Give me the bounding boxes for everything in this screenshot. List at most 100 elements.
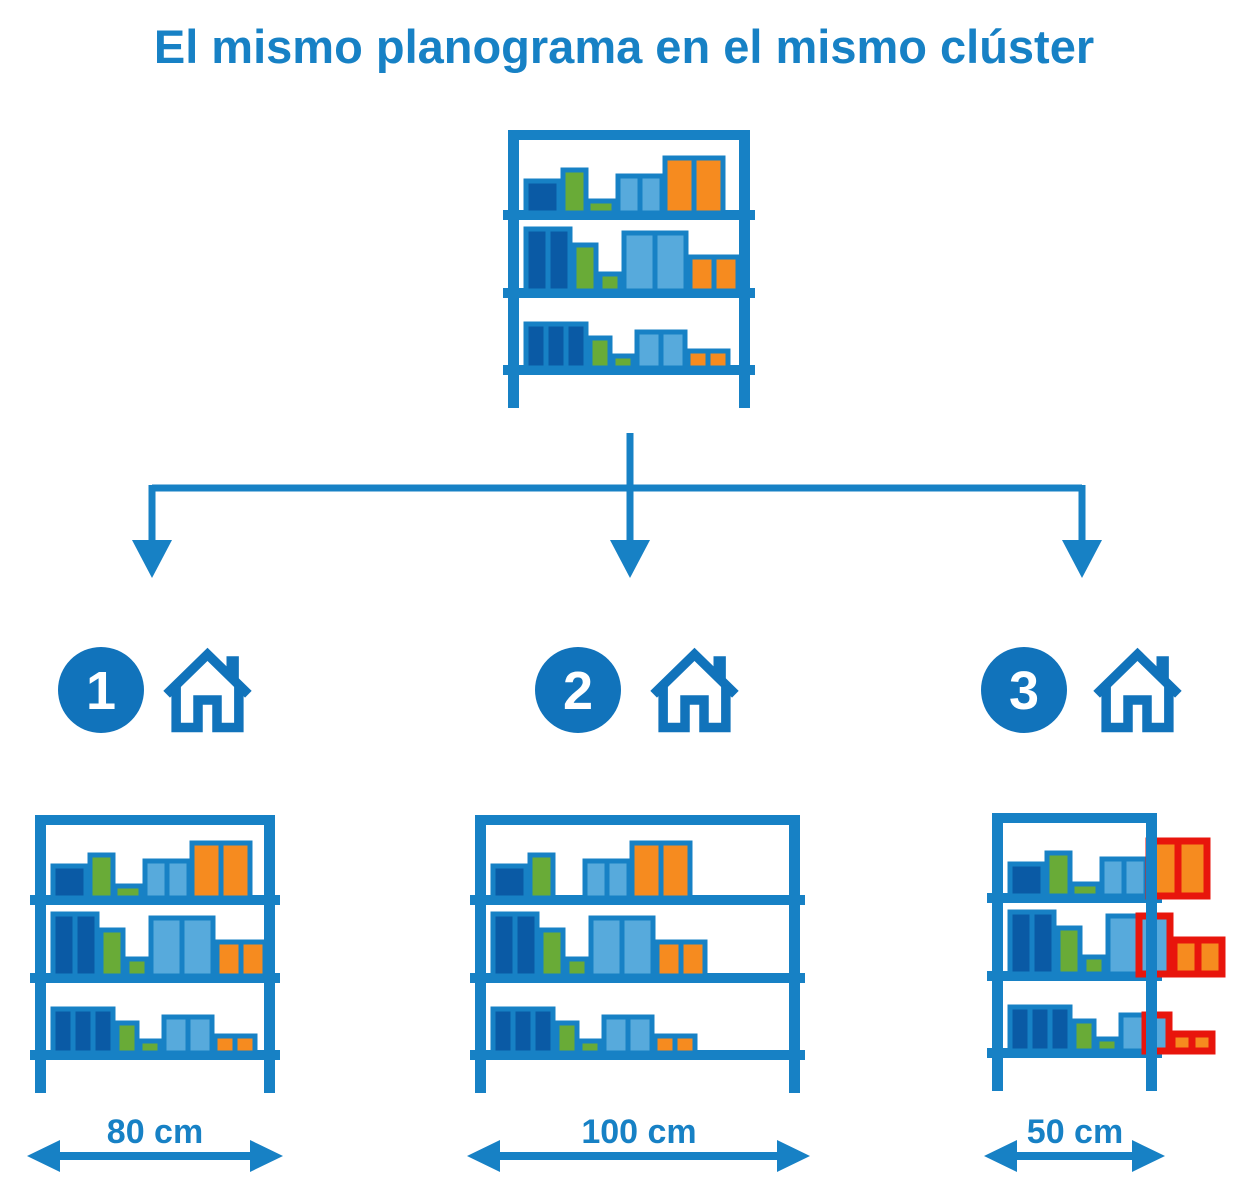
product-darkblue — [50, 1006, 116, 1056]
product-orange — [214, 939, 244, 979]
product-orange — [189, 840, 224, 901]
product-lightblue — [185, 1014, 215, 1056]
product-green — [560, 167, 589, 216]
product-green — [98, 927, 126, 979]
shelf-top-bar — [508, 130, 750, 140]
product-lightblue — [625, 1014, 655, 1056]
product-orange-overflow — [1188, 1030, 1216, 1055]
arrowhead-left-icon — [984, 1140, 1017, 1172]
store-3-shelf — [987, 813, 1226, 1091]
product-orange — [705, 348, 731, 371]
product-green — [112, 883, 144, 901]
shelf-post-right — [739, 130, 750, 408]
shelf-top-bar — [992, 813, 1157, 823]
product-green — [137, 1038, 163, 1056]
shelf-width-label: 100 cm — [581, 1113, 696, 1151]
product-lightblue — [161, 1014, 191, 1056]
product-darkblue — [50, 863, 89, 901]
product-green — [1055, 925, 1083, 977]
store-number-badge — [981, 647, 1067, 733]
product-lightblue — [148, 915, 185, 979]
product-lightblue — [164, 858, 192, 901]
product-green — [1094, 1036, 1120, 1054]
product-orange — [658, 840, 693, 901]
arrowhead-down-icon — [132, 540, 172, 578]
product-darkblue — [490, 1006, 556, 1056]
product-green — [564, 956, 590, 979]
product-orange — [232, 1033, 258, 1056]
product-lightblue — [601, 1014, 631, 1056]
store-2: 2 100 cm — [467, 647, 810, 1172]
product-green — [1069, 881, 1101, 899]
product-darkblue — [523, 178, 562, 216]
product-darkblue — [1007, 1004, 1073, 1054]
product-green — [124, 956, 150, 979]
store-number-badge — [535, 647, 621, 733]
product-orange — [691, 155, 726, 216]
product-orange-overflow — [1170, 936, 1202, 978]
shelf-post-left — [35, 815, 46, 1093]
product-green — [114, 1020, 140, 1056]
arrowhead-right-icon — [250, 1140, 283, 1172]
arrowhead-right-icon — [1132, 1140, 1165, 1172]
product-darkblue — [523, 321, 589, 371]
product-orange — [687, 254, 717, 294]
product-lightblue — [652, 230, 689, 294]
product-lightblue — [1105, 913, 1142, 977]
product-green — [538, 927, 566, 979]
cluster-planogram-shelf — [503, 130, 755, 408]
product-green — [571, 242, 599, 294]
product-lightblue — [582, 858, 610, 901]
shelf-post-right — [264, 815, 275, 1093]
roof — [650, 647, 739, 698]
shelf-post-left — [508, 130, 519, 408]
product-lightblue — [619, 915, 656, 979]
product-orange — [685, 348, 711, 371]
store-number-badge — [58, 647, 144, 733]
store-1: 1 80 cm — [27, 647, 283, 1172]
product-green — [587, 335, 613, 371]
product-orange — [654, 939, 684, 979]
product-lightblue — [604, 858, 632, 901]
product-orange-overflow — [1194, 936, 1226, 978]
house-icon — [163, 647, 252, 733]
store-number: 2 — [563, 661, 593, 721]
product-orange — [652, 1033, 678, 1056]
product-green — [1071, 1018, 1097, 1054]
product-green — [87, 852, 116, 901]
roof — [163, 647, 252, 698]
product-orange — [711, 254, 741, 294]
product-lightblue — [588, 915, 625, 979]
branch-connector — [132, 433, 1102, 578]
product-lightblue — [142, 858, 170, 901]
product-green — [577, 1038, 603, 1056]
arrowhead-left-icon — [467, 1140, 500, 1172]
product-lightblue — [637, 173, 665, 216]
product-green — [610, 353, 636, 371]
product-green — [554, 1020, 580, 1056]
arrowhead-down-icon — [610, 540, 650, 578]
product-orange — [678, 939, 708, 979]
shelf-width-label: 80 cm — [107, 1113, 203, 1151]
product-orange — [672, 1033, 698, 1056]
product-green — [527, 852, 556, 901]
walls-door — [171, 685, 244, 733]
walls-door — [658, 685, 731, 733]
dimension-arrow-80: 80 cm — [27, 1113, 283, 1172]
product-green — [1081, 954, 1107, 977]
house-icon — [650, 647, 739, 733]
product-lightblue — [1099, 856, 1127, 899]
product-lightblue — [179, 915, 216, 979]
product-orange — [218, 840, 253, 901]
product-orange — [212, 1033, 238, 1056]
arrowhead-down-icon — [1062, 540, 1102, 578]
arrowhead-right-icon — [777, 1140, 810, 1172]
shelf-post-left — [992, 813, 1003, 1091]
store-number: 1 — [86, 661, 116, 721]
store-2-shelf — [470, 815, 805, 1093]
store-number: 3 — [1009, 661, 1039, 721]
shelf-top-bar — [475, 815, 800, 825]
product-orange-overflow — [1174, 837, 1211, 900]
